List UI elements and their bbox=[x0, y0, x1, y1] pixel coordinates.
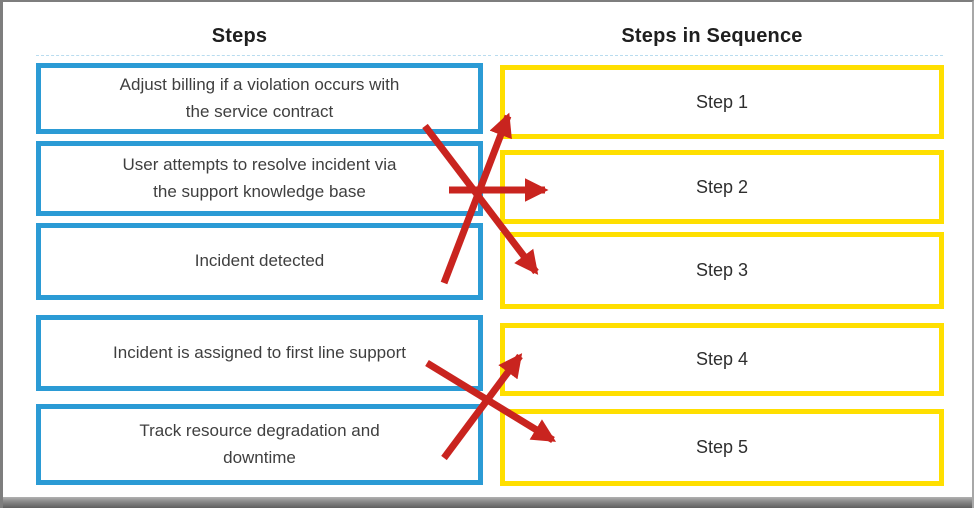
frame-bottom-edge bbox=[3, 497, 972, 508]
sequence-slot-step-1[interactable]: Step 1 bbox=[500, 65, 944, 139]
sequence-slot-step-5[interactable]: Step 5 bbox=[500, 409, 944, 486]
sequence-slot-step-2[interactable]: Step 2 bbox=[500, 150, 944, 224]
sequence-slot-step-3[interactable]: Step 3 bbox=[500, 232, 944, 309]
sequence-header-separator bbox=[495, 55, 943, 56]
step-item-incident-detected[interactable]: Incident detected bbox=[36, 223, 483, 300]
steps-header-separator bbox=[36, 55, 491, 56]
steps-column-header: Steps bbox=[211, 24, 268, 47]
step-item-adjust-billing[interactable]: Adjust billing if a violation occurs wit… bbox=[36, 63, 483, 134]
step-item-user-attempts-knowledge-base[interactable]: User attempts to resolve incident via th… bbox=[36, 141, 483, 216]
sequence-column-header: Steps in Sequence bbox=[621, 24, 803, 47]
step-item-track-degradation-downtime[interactable]: Track resource degradation and downtime bbox=[36, 404, 483, 485]
step-item-assigned-first-line-support[interactable]: Incident is assigned to first line suppo… bbox=[36, 315, 483, 391]
sequence-slot-step-4[interactable]: Step 4 bbox=[500, 323, 944, 396]
